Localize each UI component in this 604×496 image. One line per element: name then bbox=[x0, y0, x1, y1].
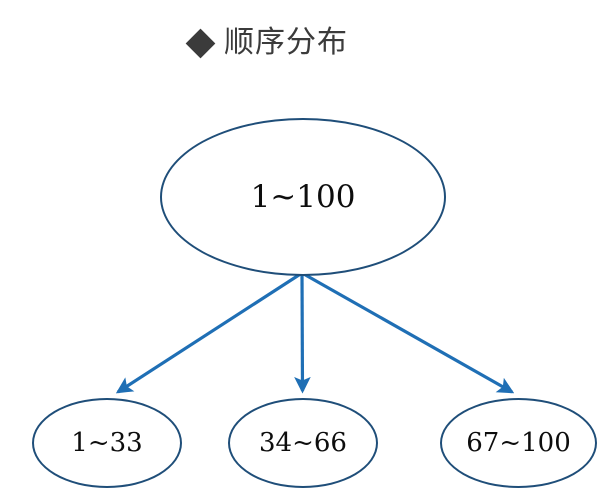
tree-node-child-1[interactable]: 1~33 bbox=[32, 398, 182, 488]
tree-node-child-2[interactable]: 34~66 bbox=[228, 398, 378, 488]
connector-root-to-child-0 bbox=[115, 271, 303, 394]
diamond-bullet-icon bbox=[185, 28, 216, 58]
connector-root-to-child-2 bbox=[301, 271, 515, 394]
tree-node-child-3-label: 67~100 bbox=[466, 428, 571, 458]
tree-node-child-2-label: 34~66 bbox=[259, 428, 347, 458]
tree-node-child-1-label: 1~33 bbox=[71, 428, 143, 458]
tree-node-root-label: 1~100 bbox=[250, 179, 356, 215]
tree-node-child-3[interactable]: 67~100 bbox=[440, 398, 597, 488]
page-title: 顺序分布 bbox=[185, 22, 348, 64]
page-title-label: 顺序分布 bbox=[224, 26, 348, 59]
connector-root-to-child-1 bbox=[294, 272, 311, 394]
tree-node-root[interactable]: 1~100 bbox=[160, 118, 446, 276]
